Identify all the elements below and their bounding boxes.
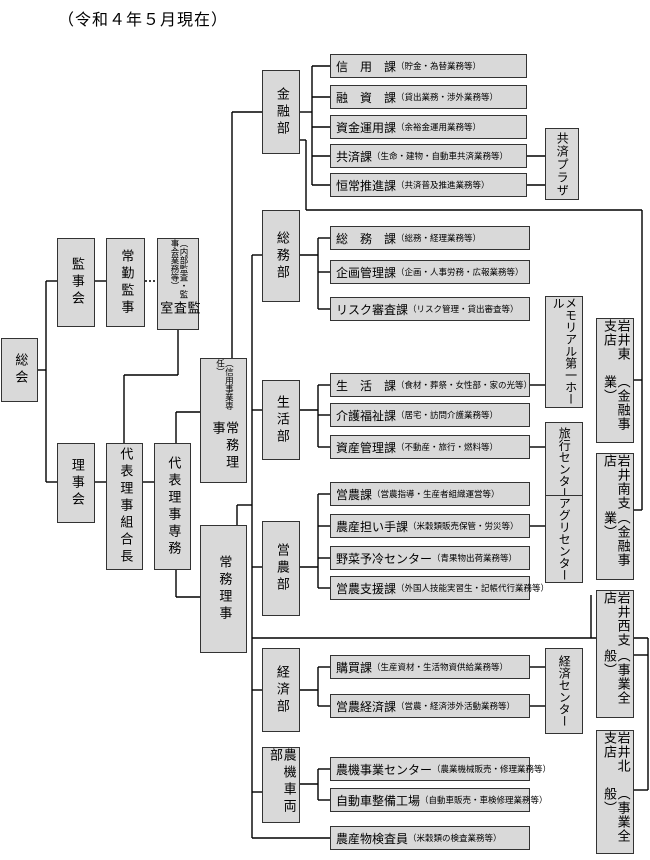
- section-shikin: 資金運用課（余裕金運用業務等）: [330, 115, 527, 139]
- section-einouka: 営農課（営農指導・生産者組織運営等）: [330, 482, 530, 506]
- sokai-box: 総会: [1, 338, 38, 402]
- keizai-dept-box: 経済部: [262, 648, 300, 732]
- branch-minami: 岩井南支店（金融事業）: [596, 453, 634, 580]
- section-yushi: 融 資 課（貸出業務・渉外業務等）: [330, 85, 527, 109]
- noukisharyo-dept-box: 農機車両部: [262, 747, 300, 823]
- somu-dept-box: 総務部: [262, 210, 300, 302]
- branch-higashi: 岩井東支店（金融事業）: [596, 318, 634, 443]
- page-title: （令和４年５月現在）: [58, 10, 229, 29]
- section-somuka: 総 務 課（総務・経理業務等）: [330, 226, 530, 250]
- facility-memorial: メモリアル第一ホール: [545, 296, 583, 408]
- facility-keizai-center: 経済センター: [545, 648, 583, 734]
- jomu-box: 常務理事: [200, 525, 247, 653]
- branch-nishi: 岩井西支店（事業全般）: [596, 590, 634, 718]
- section-einou-keizai: 営農経済課（営農・経済渉外活動業務等）: [330, 694, 530, 718]
- section-kensa: 農産物検査員（米穀類の検査業務等）: [330, 826, 530, 850]
- section-jidosha: 自動車整備工場（自動車販売・車検修理業務等）: [330, 788, 548, 812]
- kinyu-dept-box: 金融部: [262, 70, 300, 154]
- facility-ryoko: 旅行センター: [545, 422, 583, 504]
- section-kaigo: 介護福祉課（居宅・訪問介護業務等）: [330, 403, 530, 427]
- section-risk: リスク審査課（リスク管理・貸出審査等）: [330, 297, 530, 321]
- branch-kita: 岩井北支店（事業全般）: [596, 730, 634, 854]
- daihyo-senmu-box: 代表理事専務: [154, 443, 191, 570]
- section-nouki: 農機事業センター（農業機械販売・修理業務等）: [330, 757, 551, 781]
- section-ninaite: 農産担い手課（米穀類販売保管・労災等）: [330, 514, 530, 538]
- section-shien: 営農支援課（外国人技能実習生・記帳代行業務等）: [330, 576, 549, 600]
- kansashitsu-box: （内部監査・監事会業務等） 監査室: [157, 238, 199, 330]
- jomu-shinyo-box: （信用事業専任） 常務理事: [200, 358, 247, 483]
- rijikai-box: 理事会: [57, 443, 95, 523]
- section-shisan: 資産管理課（不動産・旅行・燃料等）: [330, 435, 530, 459]
- jokin-kanji-box: 常勤監事: [106, 238, 145, 327]
- seikatsu-dept-box: 生活部: [262, 380, 300, 460]
- facility-agri: アグリセンター: [545, 495, 583, 583]
- section-konyu: 購買課（生産資材・生活物資供給業務等）: [330, 655, 530, 679]
- section-kikaku: 企画管理課（企画・人事労務・広報業務等）: [330, 260, 530, 284]
- section-shinyo: 信 用 課（貯金・為替業務等）: [330, 54, 527, 78]
- daihyo-kumiaicho-box: 代表理事組合長: [106, 443, 143, 570]
- section-seikatsuka: 生 活 課（食材・葬祭・女性部・家の光等）: [330, 373, 532, 397]
- section-kyosai: 共済課（生命・建物・自動車共済業務等）: [330, 144, 527, 168]
- kanjikai-box: 監事会: [57, 238, 95, 327]
- einou-dept-box: 営農部: [262, 521, 300, 616]
- section-yasai: 野菜予冷センター（青果物出荷業務等）: [330, 546, 530, 570]
- facility-kyosai-plaza: 共済プラザ: [545, 128, 579, 200]
- section-kojo: 恒常推進課（共済普及推進業務等）: [330, 173, 527, 197]
